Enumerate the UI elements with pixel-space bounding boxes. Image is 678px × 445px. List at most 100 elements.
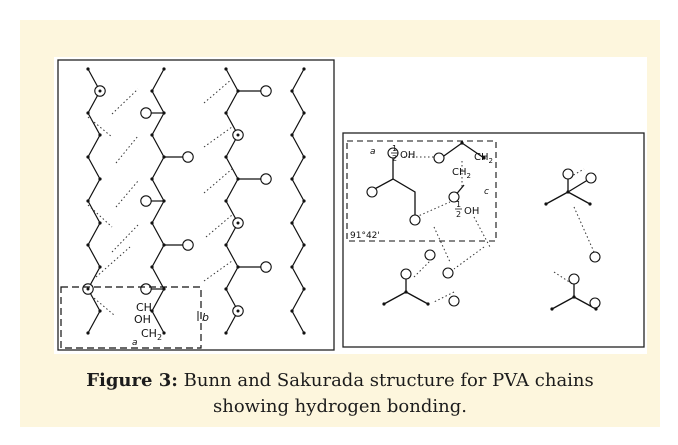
hydrogen-bond xyxy=(473,216,491,248)
oxygen-atom xyxy=(140,283,152,295)
oxygen-atom xyxy=(260,261,272,273)
left-ch-label: CH xyxy=(136,301,152,314)
carbon-atom xyxy=(98,265,102,269)
carbon-atom xyxy=(482,156,486,160)
oxygen-atom xyxy=(400,268,412,280)
carbon-atom xyxy=(150,177,154,181)
left-oh-label: OH xyxy=(134,313,151,326)
hydrogen-bond xyxy=(115,180,139,208)
caption-line1: Bunn and Sakurada structure for PVA chai… xyxy=(177,370,594,391)
side-bond xyxy=(368,178,416,215)
carbon-atom xyxy=(98,177,102,181)
hydrogen-bond xyxy=(87,204,113,228)
hydrogen-bond xyxy=(433,226,451,263)
oxygen-atom xyxy=(442,267,454,279)
right-unit-cell-box xyxy=(346,140,497,242)
carbon-atom xyxy=(150,265,154,269)
carbon-atom xyxy=(224,67,228,71)
carbon-atom xyxy=(404,290,408,294)
carbon-atom xyxy=(162,199,166,203)
carbon-atom xyxy=(224,111,228,115)
carbon-atom xyxy=(290,265,294,269)
carbon-atom xyxy=(290,133,294,137)
carbon-atom xyxy=(236,309,240,313)
hydrogen-bond xyxy=(203,78,233,104)
half-denominator-bottom: 2 xyxy=(456,210,461,219)
right-ch2-top-label: CH2 xyxy=(474,152,493,165)
carbon-atom xyxy=(550,307,554,311)
oxygen-atom xyxy=(448,191,460,203)
structure-diagram: CH OH CH2 b a a 1 2 OH CH2 CH2 c 1 2 xyxy=(57,59,645,351)
right-panel-cross-section: a 1 2 OH CH2 CH2 c 1 2 OH 91°42' xyxy=(342,132,645,348)
oxygen-atom xyxy=(260,85,272,97)
carbon-atom xyxy=(236,177,240,181)
carbon-atom xyxy=(460,141,464,145)
carbon-atom xyxy=(162,243,166,247)
oxygen-atom xyxy=(182,239,194,251)
chain-backbone xyxy=(225,68,239,334)
carbon-atom xyxy=(162,155,166,159)
right-axis-c-label: c xyxy=(484,187,489,197)
side-bond xyxy=(383,291,407,305)
carbon-atom xyxy=(162,111,166,115)
hydrogen-bond xyxy=(415,201,451,218)
carbon-atom xyxy=(302,67,306,71)
carbon-atom xyxy=(150,133,154,137)
carbon-atom xyxy=(86,111,90,115)
oxygen-atom xyxy=(140,107,152,119)
side-bond xyxy=(405,291,429,305)
carbon-atom xyxy=(86,67,90,71)
hydrogen-bond xyxy=(453,246,485,270)
carbon-atom xyxy=(566,190,570,194)
carbon-atom xyxy=(572,295,576,299)
right-oh-top-label: OH xyxy=(400,150,415,161)
carbon-atom xyxy=(86,243,90,247)
oxygen-atom xyxy=(568,273,580,285)
hydrogen-bond xyxy=(413,256,435,278)
carbon-atom xyxy=(150,89,154,93)
carbon-atom xyxy=(302,155,306,159)
oxygen-atom xyxy=(448,295,460,307)
oxygen-atom xyxy=(260,173,272,185)
carbon-atom xyxy=(162,287,166,291)
carbon-atom xyxy=(290,177,294,181)
oxygen-atom xyxy=(424,249,436,261)
oxygen-atom xyxy=(409,214,421,226)
oxygen-atom xyxy=(433,152,445,164)
carbon-atom xyxy=(150,221,154,225)
carbon-atom xyxy=(224,155,228,159)
carbon-atom xyxy=(302,111,306,115)
right-axis-a-label: a xyxy=(370,147,376,157)
carbon-atom xyxy=(98,221,102,225)
caption-label: Figure 3: xyxy=(86,370,178,391)
carbon-atom xyxy=(302,199,306,203)
carbon-atom xyxy=(236,221,240,225)
oxygen-atom xyxy=(589,297,601,309)
carbon-atom xyxy=(224,331,228,335)
oxygen-atom xyxy=(585,172,597,184)
oxygen-atom xyxy=(366,186,378,198)
right-oh-bottom-label: OH xyxy=(464,206,479,217)
carbon-atom xyxy=(236,133,240,137)
carbon-atom xyxy=(224,243,228,247)
right-ch2-mid-label: CH2 xyxy=(452,167,471,180)
caption-line2: showing hydrogen bonding. xyxy=(213,396,467,417)
carbon-atom xyxy=(426,302,430,306)
left-axis-b-label: b xyxy=(202,311,209,324)
carbon-atom xyxy=(302,243,306,247)
hydrogen-bond xyxy=(87,292,115,316)
carbon-atom xyxy=(302,331,306,335)
side-bond xyxy=(551,296,575,310)
chain-backbone xyxy=(291,68,305,334)
carbon-atom xyxy=(290,89,294,93)
oxygen-atom xyxy=(562,168,574,180)
carbon-atom xyxy=(98,309,102,313)
carbon-atom xyxy=(86,331,90,335)
carbon-atom xyxy=(588,202,592,206)
carbon-atom xyxy=(290,221,294,225)
oxygen-atom xyxy=(182,151,194,163)
carbon-atom xyxy=(236,265,240,269)
carbon-atom xyxy=(86,287,90,291)
right-panel-border xyxy=(342,132,645,348)
left-ch2-label: CH2 xyxy=(141,327,162,342)
